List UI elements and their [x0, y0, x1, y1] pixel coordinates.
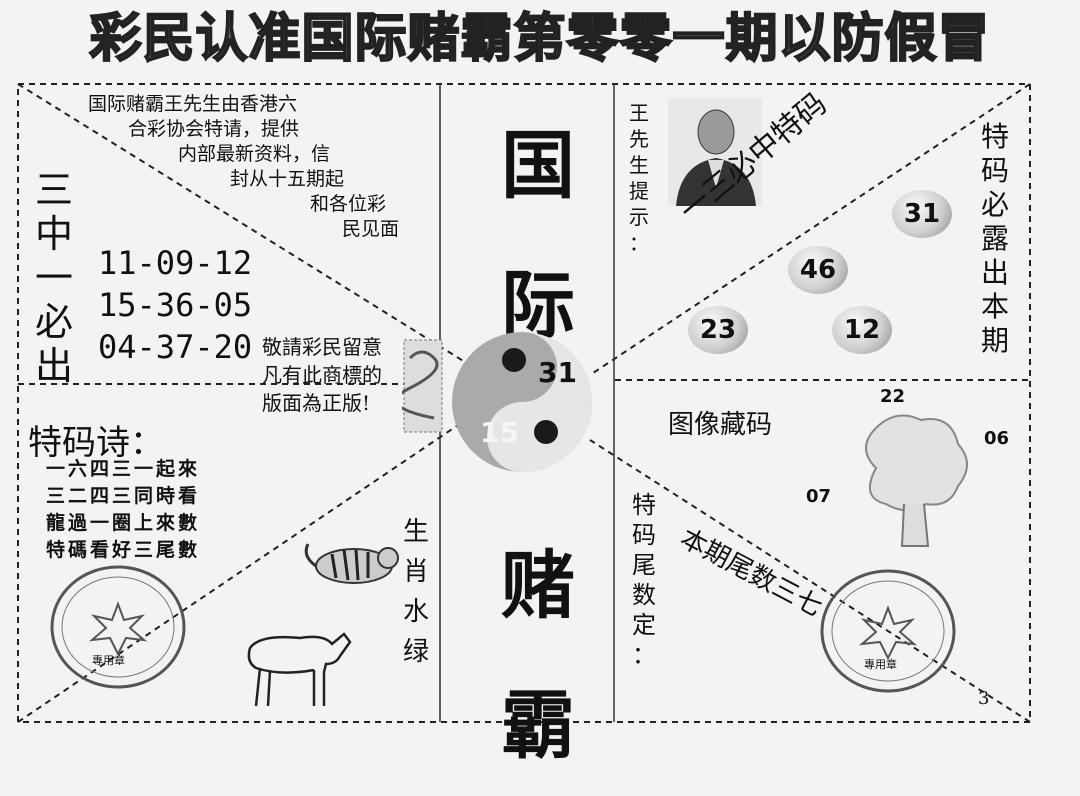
tail-char: 码 [632, 521, 656, 549]
zodiac-char: 绿 [402, 637, 429, 667]
tiger-icon [304, 543, 399, 584]
intro-line: 和各位彩 [310, 193, 387, 215]
three-in-one-numbers: 11-09-12 15-36-05 04-37-20 [98, 242, 252, 368]
number-ball: 46 [788, 246, 848, 294]
tail-number-label: 特 码 尾 数 定 ： [626, 490, 662, 670]
notice-line: 敬請彩民留意 [262, 335, 382, 359]
poem-line: 三二四三同時看 [46, 485, 201, 507]
hidden-number: 22 [880, 386, 906, 407]
tail-char: 尾 [632, 551, 656, 579]
intro-line: 民见面 [342, 218, 400, 240]
zodiac-char: 生 [402, 517, 429, 547]
heading-char: 中 [34, 212, 73, 256]
banner-title: 彩民认准国际赌霸第零零一期以防假冒 [88, 8, 991, 70]
poem-title: 特码诗： [28, 423, 164, 463]
wang-char: ： [629, 231, 649, 255]
zodiac-label: 生 肖 水 绿 [398, 512, 434, 672]
wang-char: 先 [629, 127, 649, 151]
intro-line: 合彩协会特请，提供 [128, 118, 300, 140]
must-char: 特 [980, 120, 1009, 153]
trademark-notice: 敬請彩民留意 凡有此商標的 版面為正版! [262, 333, 412, 417]
hidden-number: 07 [806, 486, 832, 507]
page-mark: 3 [978, 688, 990, 709]
heading-char: 三 [34, 168, 73, 212]
center-char: 赌 [501, 543, 575, 629]
tail-char: 定 [632, 611, 656, 639]
center-char: 国 [501, 123, 575, 209]
wang-char: 示 [629, 205, 649, 229]
poem-body: 一六四三一起來 三二四三同時看 龍過一圈上來數 特碼看好三尾數 [46, 456, 200, 564]
intro-line: 国际赌霸王先生由香港六 [88, 93, 298, 115]
yinyang-number-bottom: 15 [480, 416, 519, 449]
company-stamp-left [50, 565, 186, 689]
zodiac-char: 水 [402, 597, 429, 627]
tail-char: 特 [632, 491, 656, 519]
ox-icon [247, 632, 352, 707]
trademark-seal-icon [402, 339, 443, 433]
must-char: 期 [980, 324, 1009, 357]
wang-char: 生 [629, 153, 649, 177]
stamp-center-text: 專用章 [864, 658, 897, 671]
intro-line: 封从十五期起 [230, 168, 345, 190]
poem-line: 特碼看好三尾數 [46, 539, 201, 561]
must-char: 露 [980, 222, 1009, 255]
center-char: 霸 [501, 683, 575, 769]
tree-icon [865, 414, 968, 547]
heading-char: 出 [34, 344, 73, 388]
company-stamp-right [820, 569, 956, 693]
must-char: 出 [980, 256, 1009, 289]
portrait-photo [668, 98, 762, 206]
number-row: 15-36-05 [98, 286, 253, 324]
heading-char: 一 [34, 256, 73, 300]
tail-char: 数 [632, 581, 656, 609]
must-char: 本 [980, 290, 1009, 323]
must-char: 必 [980, 188, 1009, 221]
poem-line: 一六四三一起來 [46, 458, 201, 480]
number-ball: 31 [892, 190, 952, 238]
notice-line: 版面為正版! [262, 391, 371, 415]
hidden-number: 06 [984, 428, 1010, 449]
must-char: 码 [980, 154, 1009, 187]
hidden-code-label: 图像藏码 [668, 410, 773, 440]
three-in-one-heading: 三 中 一 必 出 [32, 168, 76, 388]
poem-line: 龍過一圈上來數 [46, 512, 201, 534]
number-ball: 12 [832, 306, 892, 354]
stamp-center-text: 專用章 [92, 654, 125, 667]
zodiac-char: 肖 [402, 557, 429, 587]
intro-line: 内部最新资料，信 [178, 143, 331, 165]
yinyang-number-top: 31 [538, 356, 577, 389]
heading-char: 必 [34, 300, 73, 344]
yin-yang-icon [452, 332, 592, 472]
notice-line: 凡有此商標的 [262, 363, 382, 387]
number-row: 11-09-12 [98, 244, 253, 282]
intro-text: 国际赌霸王先生由香港六 合彩协会特请，提供 内部最新资料，信 封从十五期起 和各… [30, 92, 440, 242]
wang-char: 提 [629, 179, 649, 203]
wang-char: 王 [629, 101, 649, 125]
number-row: 04-37-20 [98, 328, 253, 366]
number-ball: 23 [688, 306, 748, 354]
wang-tip-label: 王 先 生 提 示 ： [624, 100, 654, 256]
tail-char: ： [632, 641, 656, 669]
must-appear-label: 特 码 必 露 出 本 期 [975, 120, 1015, 358]
